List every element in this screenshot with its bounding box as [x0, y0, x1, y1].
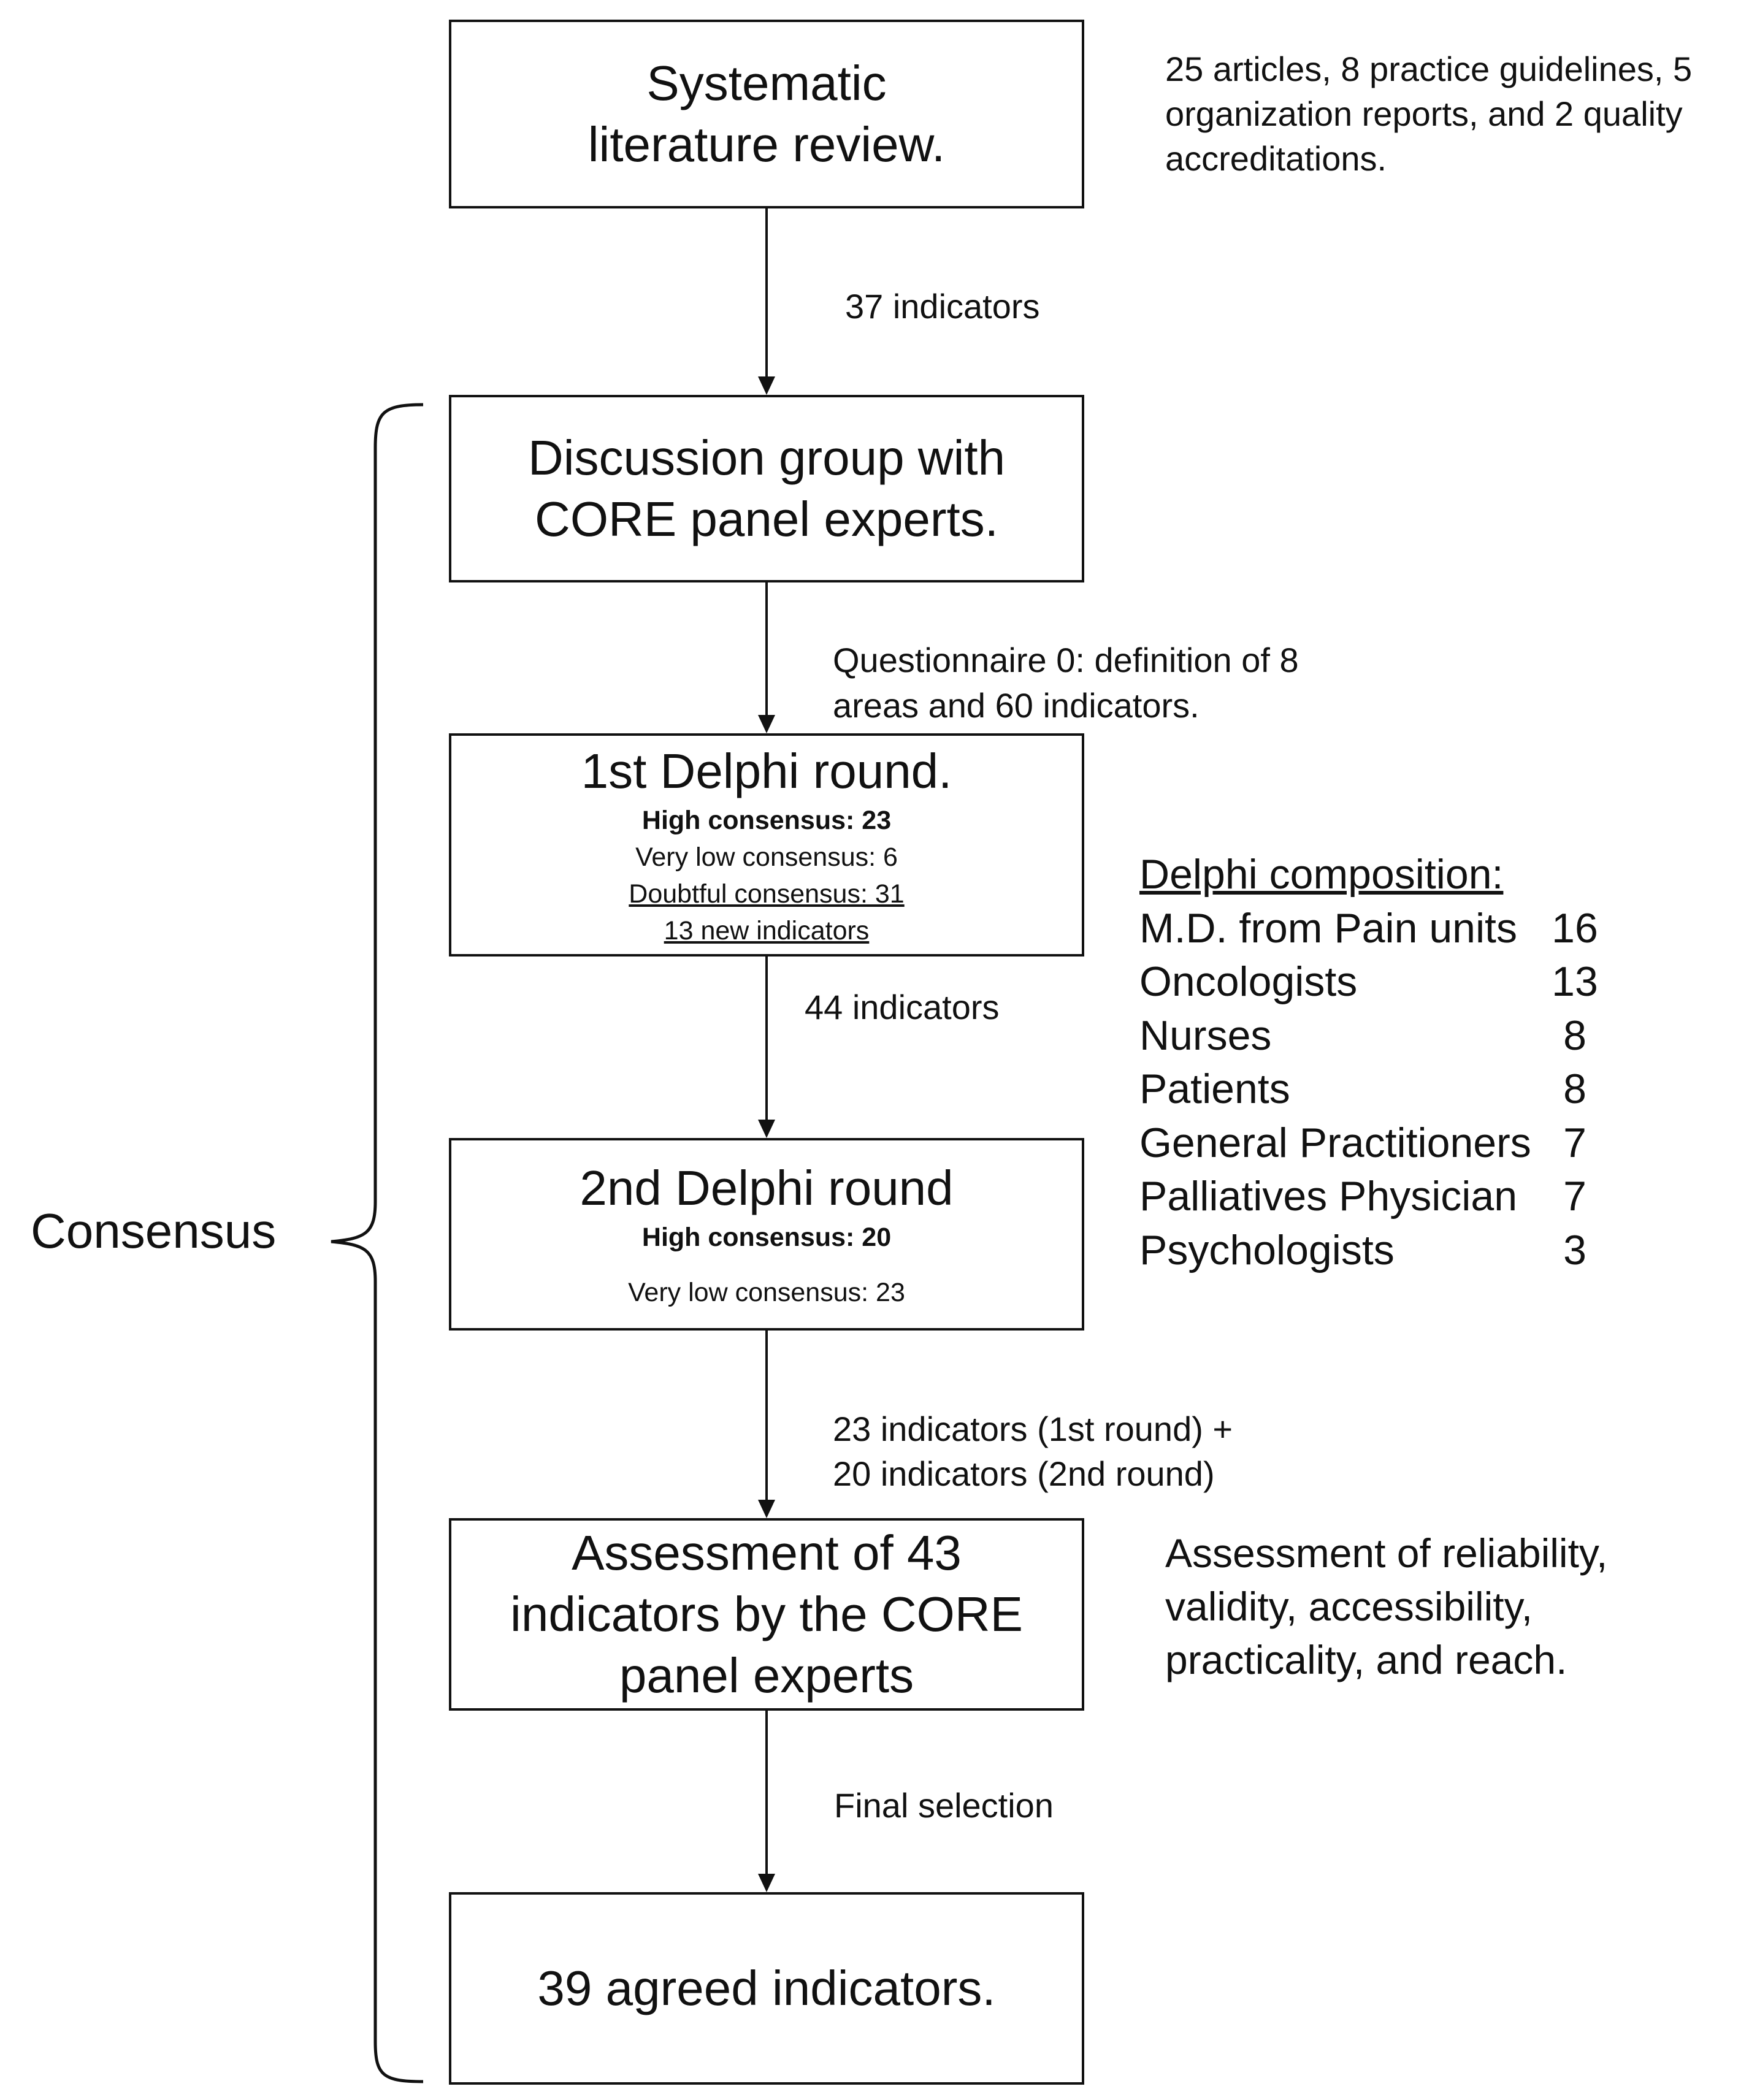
- composition-role: Palliatives Physician: [1139, 1173, 1518, 1220]
- composition-count: 16: [1552, 904, 1598, 952]
- delphi-2-very-low-consensus: Very low consensus: 23: [628, 1278, 905, 1307]
- delphi-round-1-box: 1st Delphi round. High consensus: 23 Ver…: [449, 733, 1084, 956]
- composition-row: Patients 8: [1139, 1063, 1605, 1117]
- arrowhead-5: [758, 1874, 775, 1892]
- composition-row: Palliatives Physician 7: [1139, 1170, 1605, 1224]
- composition-role: M.D. from Pain units: [1139, 904, 1517, 952]
- composition-role: General Practitioners: [1139, 1119, 1531, 1166]
- criteria-note-line: validity, accessibility,: [1165, 1584, 1533, 1629]
- criteria-note-line: Assessment of reliability,: [1165, 1530, 1608, 1576]
- composition-row: Psychologists 3: [1139, 1224, 1605, 1278]
- delphi-composition: Delphi composition: M.D. from Pain units…: [1139, 848, 1605, 1277]
- assessment-box: Assessment of 43 indicators by the CORE …: [449, 1518, 1084, 1711]
- delphi-2-high-consensus: High consensus: 20: [641, 1223, 892, 1252]
- arrowhead-1: [758, 376, 775, 395]
- literature-review-text: Systematic literature review.: [587, 56, 946, 172]
- composition-row: Nurses 8: [1139, 1009, 1605, 1063]
- composition-role: Patients: [1139, 1066, 1290, 1112]
- arrow-label-37-indicators: 37 indicators: [845, 287, 1040, 326]
- arrow-label-final-selection: Final selection: [834, 1786, 1054, 1825]
- composition-row: Oncologists 13: [1139, 955, 1605, 1009]
- criteria-note-line: practicality, and reach.: [1165, 1637, 1567, 1682]
- arrowhead-2: [758, 715, 775, 733]
- composition-count: 7: [1563, 1173, 1586, 1220]
- composition-role: Oncologists: [1139, 958, 1358, 1005]
- assessment-text: Assessment of 43 indicators by the CORE …: [510, 1525, 1023, 1703]
- consensus-brace: [331, 403, 424, 2083]
- agreed-indicators-box: 39 agreed indicators.: [449, 1892, 1084, 2085]
- arrowhead-4: [758, 1500, 775, 1518]
- composition-role: Psychologists: [1139, 1226, 1395, 1273]
- composition-count: 3: [1563, 1226, 1586, 1273]
- arrow-label-rounds-line-1: 23 indicators (1st round) +: [833, 1410, 1233, 1448]
- composition-count: 7: [1563, 1119, 1586, 1166]
- composition-count: 8: [1563, 1012, 1586, 1059]
- consensus-label: Consensus: [31, 1204, 277, 1258]
- composition-role: Nurses: [1139, 1012, 1272, 1059]
- composition-row: M.D. from Pain units 16: [1139, 902, 1605, 956]
- delphi-1-new-indicators: 13 new indicators: [664, 916, 870, 945]
- delphi-1-doubtful-consensus: Doubtful consensus: 31: [629, 879, 905, 909]
- delphi-1-high-consensus: High consensus: 23: [641, 806, 892, 835]
- arrow-label-rounds-line-2: 20 indicators (2nd round): [833, 1454, 1215, 1493]
- delphi-round-2-box: 2nd Delphi round High consensus: 20 Very…: [449, 1138, 1084, 1331]
- composition-count: 8: [1563, 1066, 1586, 1112]
- arrow-label-questionnaire-line-1: Questionnaire 0: definition of 8: [833, 641, 1299, 679]
- delphi-round-1-title: 1st Delphi round.: [581, 744, 952, 798]
- composition-row: General Practitioners 7: [1139, 1117, 1605, 1170]
- agreed-indicators-text: 39 agreed indicators.: [537, 1961, 996, 2015]
- sources-note-line: organization reports, and 2 quality: [1165, 94, 1683, 133]
- discussion-group-text: Discussion group with CORE panel experts…: [527, 430, 1006, 546]
- delphi-1-very-low-consensus: Very low consensus: 6: [635, 842, 898, 872]
- composition-count: 13: [1552, 958, 1598, 1005]
- sources-note-line: accreditations.: [1165, 139, 1387, 178]
- delphi-round-2-title: 2nd Delphi round: [580, 1161, 954, 1215]
- arrow-label-questionnaire-line-2: areas and 60 indicators.: [833, 686, 1200, 725]
- sources-note-line: 25 articles, 8 practice guidelines, 5: [1165, 50, 1693, 88]
- arrow-label-44-indicators: 44 indicators: [805, 988, 1000, 1026]
- discussion-group-box: Discussion group with CORE panel experts…: [449, 395, 1084, 582]
- literature-review-box: Systematic literature review.: [449, 20, 1084, 208]
- delphi-composition-heading: Delphi composition:: [1139, 851, 1504, 898]
- arrowhead-3: [758, 1120, 775, 1138]
